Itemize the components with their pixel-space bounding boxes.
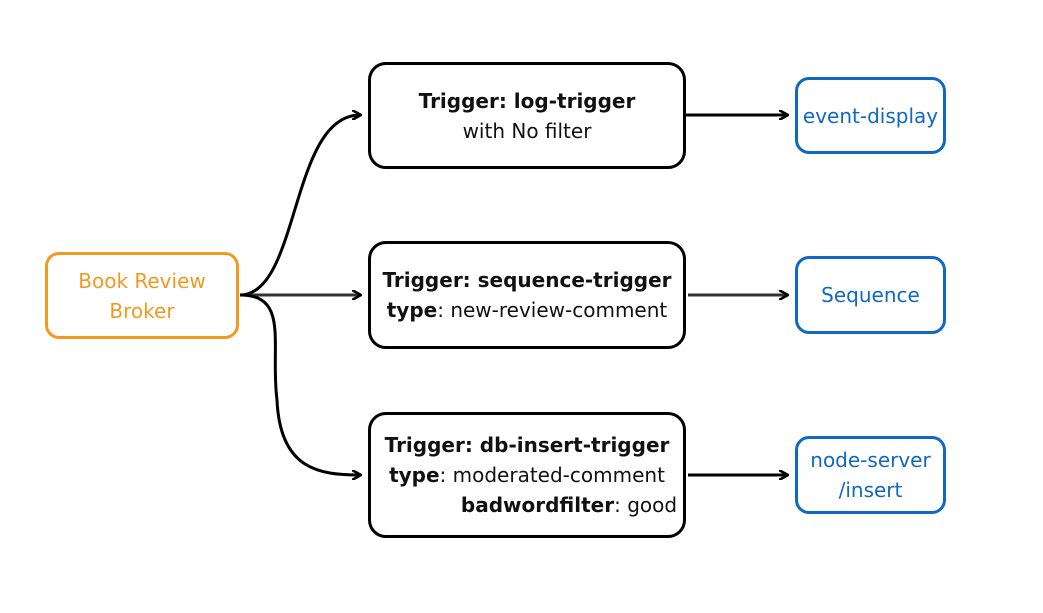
db-insert-trigger-filter-key: type [389, 463, 440, 487]
db-insert-trigger-node: Trigger: db-insert-trigger type: moderat… [368, 412, 686, 538]
sequence-trigger-filter-value: : new-review-comment [437, 298, 668, 322]
log-trigger-node: Trigger: log-trigger with No filter [368, 62, 686, 169]
sequence-node: Sequence [795, 256, 946, 334]
sequence-trigger-filter: type: new-review-comment [387, 295, 668, 325]
node-server-node: node-server /insert [795, 436, 946, 514]
db-insert-trigger-filter2: badwordfilter: good [377, 490, 677, 520]
broker-node: Book Review Broker [45, 252, 239, 339]
sequence-label: Sequence [821, 283, 920, 307]
log-trigger-detail: with No filter [462, 118, 592, 143]
broker-label-line1: Book Review [78, 268, 206, 293]
db-insert-trigger-title: Trigger: db-insert-trigger [384, 433, 670, 457]
db-insert-trigger-filter: type: moderated-comment [389, 460, 665, 490]
sequence-trigger-title: Trigger: sequence-trigger [382, 268, 672, 292]
event-display-node: event-display [795, 77, 946, 154]
db-insert-trigger-filter2-value: : good [614, 493, 678, 517]
node-server-label-line1: node-server [810, 448, 931, 472]
sequence-trigger-filter-key: type [386, 298, 438, 322]
node-server-label-line2: /insert [838, 478, 903, 502]
broker-label-line2: Broker [109, 298, 175, 323]
log-trigger-title: Trigger: log-trigger [418, 88, 636, 113]
edge-broker-to-db-insert-trigger [239, 293, 360, 475]
event-display-label: event-display [802, 103, 939, 128]
db-insert-trigger-filter2-key: badwordfilter [460, 493, 615, 517]
edge-broker-to-log-trigger [239, 115, 360, 297]
db-insert-trigger-filter-value: : moderated-comment [439, 463, 665, 487]
sequence-trigger-node: Trigger: sequence-trigger type: new-revi… [368, 241, 686, 349]
